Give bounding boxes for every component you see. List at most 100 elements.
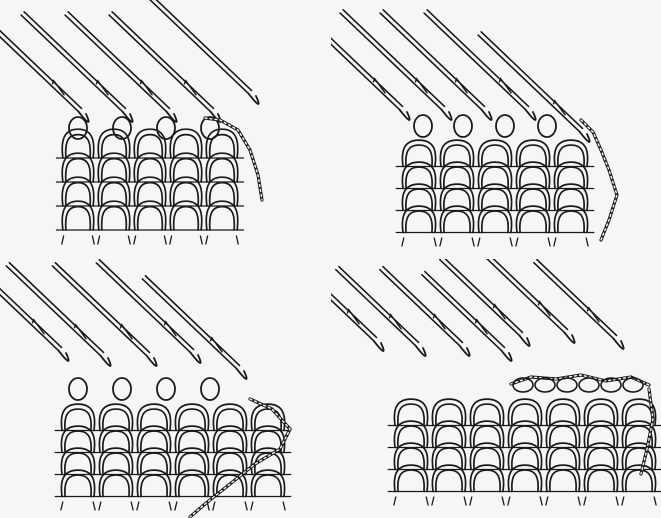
stitch-on-needle	[157, 378, 175, 400]
chain-loop	[557, 378, 577, 392]
fabric-edge	[134, 236, 166, 244]
needle-shaft	[485, 259, 565, 333]
latch-needle	[147, 0, 259, 104]
latch-needle	[485, 259, 575, 343]
fabric-edge	[508, 497, 542, 505]
needle-shaft	[478, 35, 579, 132]
stitch-loop-inner	[141, 475, 167, 496]
latch-needle	[534, 260, 624, 349]
stitch-loop-inner	[436, 470, 462, 491]
needle-hook	[373, 341, 383, 351]
fabric-edge	[137, 502, 171, 510]
chain-loop	[579, 378, 599, 392]
fabric-edge	[62, 236, 94, 244]
stitch-loop-inner	[65, 475, 91, 496]
fabric-edge	[554, 238, 588, 246]
fabric-edge	[213, 502, 247, 510]
needle-shaft	[339, 267, 419, 343]
needle-shaft	[96, 263, 190, 353]
needle-hook	[58, 351, 68, 361]
needle-shaft	[380, 13, 481, 110]
needle-shaft	[443, 259, 523, 332]
panel-step-3	[0, 259, 330, 518]
stitch-on-needle	[113, 378, 131, 400]
stitch-loop-inner	[179, 475, 205, 496]
stitch-on-needle	[496, 115, 514, 137]
fabric-edge	[99, 502, 133, 510]
stitch-loop-inner	[558, 211, 584, 232]
needle-shaft	[6, 266, 100, 356]
stitch-loop-inner	[174, 207, 199, 230]
fabric-edge	[98, 236, 130, 244]
fabric-edge	[516, 238, 550, 246]
stitch-loop-inner	[138, 207, 163, 230]
fabric-edge	[170, 236, 202, 244]
stitch-loop-inner	[550, 470, 576, 491]
needle-shaft	[331, 13, 399, 110]
needle-hook	[415, 346, 425, 356]
needle-shaft	[481, 32, 582, 129]
needle-shaft	[0, 15, 78, 112]
panel-step-1-illustration	[0, 0, 330, 259]
needle-hook	[236, 369, 246, 379]
needle-shaft	[336, 270, 416, 346]
needle-hook	[525, 110, 535, 120]
latch-needle	[52, 263, 156, 366]
latch-needle	[380, 267, 470, 356]
needle-hook	[519, 336, 529, 346]
stitch-loop-inner	[210, 207, 235, 230]
latch-needle	[331, 262, 384, 351]
needle-shaft	[9, 263, 103, 353]
stitch-loop-inner	[588, 470, 614, 491]
needle-shaft	[331, 262, 377, 338]
fabric-edge	[470, 497, 504, 505]
needle-hook	[613, 339, 623, 349]
needle-hook	[399, 110, 409, 120]
stitch-on-needle	[414, 115, 432, 137]
panel-step-2	[331, 0, 661, 259]
fabric-edge	[622, 497, 656, 505]
latch-needle	[331, 10, 410, 120]
fabric-edge	[546, 497, 580, 505]
stitch-loop-inner	[626, 470, 652, 491]
needle-shaft	[534, 263, 614, 339]
stitch-loop-inner	[520, 211, 546, 232]
stitch-on-needle	[69, 378, 87, 400]
knitted-fabric	[388, 399, 661, 505]
needle-shaft	[343, 10, 444, 107]
chain-loop	[535, 378, 555, 392]
stitch-loop-inner	[103, 475, 129, 496]
stitch-on-needle	[113, 117, 131, 139]
needle-hook	[190, 353, 200, 363]
fabric-edge	[206, 236, 238, 244]
knitted-fabric	[396, 140, 594, 246]
fabric-edge	[251, 502, 285, 510]
needle-hook	[481, 110, 491, 120]
latch-needle	[478, 32, 590, 142]
fabric-edge	[478, 238, 512, 246]
needle-shaft	[147, 0, 248, 94]
stitch-on-needle	[538, 115, 556, 137]
stitch-loop-inner	[406, 211, 432, 232]
fabric-edge	[394, 497, 428, 505]
working-yarn	[581, 120, 617, 240]
stitch-loop-inner	[255, 475, 281, 496]
needle-shaft	[65, 15, 166, 112]
fabric-edge	[61, 502, 95, 510]
needle-shaft	[537, 260, 617, 336]
needle-shaft	[68, 12, 169, 109]
needle-shaft	[109, 15, 210, 112]
needle-shaft	[488, 259, 568, 329]
stitch-loop-inner	[66, 207, 91, 230]
fabric-edge	[440, 238, 474, 246]
panel-step-4	[331, 259, 661, 518]
needle-shaft	[422, 275, 502, 351]
needle-shaft	[24, 12, 125, 109]
stitch-loop-inner	[474, 470, 500, 491]
needle-shaft	[21, 15, 122, 112]
panel-step-3-illustration	[0, 259, 330, 518]
chain-loop	[623, 378, 643, 392]
needle-shaft	[52, 266, 146, 356]
stitch-loop-inner	[512, 470, 538, 491]
